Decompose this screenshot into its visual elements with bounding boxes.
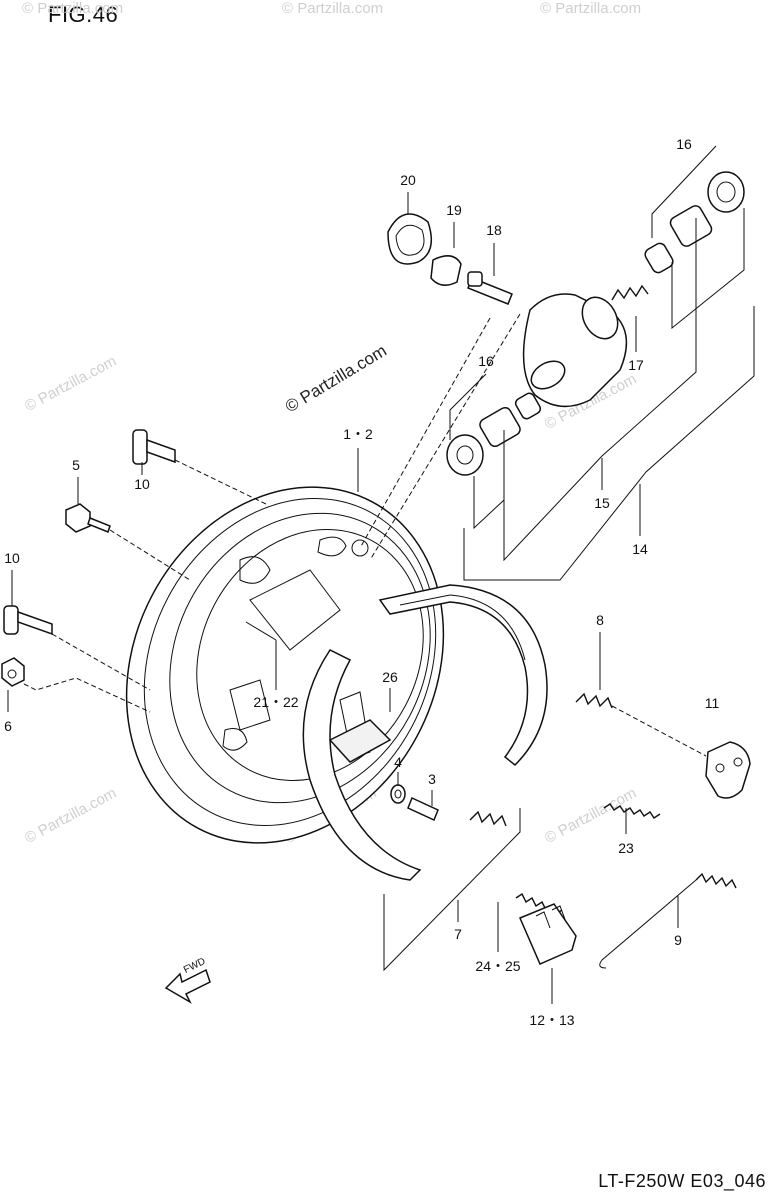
- callout-16-upper: 16: [676, 136, 692, 152]
- callout-24-25: 24・25: [475, 958, 521, 974]
- callout-19: 19: [446, 202, 462, 218]
- callout-15: 15: [594, 495, 610, 511]
- spring-8: [469, 692, 613, 827]
- callout-16-lower: 16: [478, 353, 494, 369]
- fasteners: [1, 503, 439, 822]
- fwd-arrow-icon: [164, 968, 211, 1004]
- callout-14: 14: [632, 541, 648, 557]
- callout-21-22: 21・22: [253, 694, 299, 710]
- bleeder-parts: [387, 213, 513, 305]
- figure-title: FIG.46: [48, 2, 119, 27]
- callout-1-2: 1・2: [343, 426, 373, 442]
- callout-26: 26: [382, 669, 398, 685]
- figure-code: LT-F250W E03_046: [598, 1171, 766, 1191]
- callout-17: 17: [628, 357, 644, 373]
- callout-6: 6: [4, 718, 12, 734]
- callout-12-13: 12・13: [529, 1012, 575, 1028]
- leader-lines: [7, 145, 755, 1004]
- callout-10-upper: 10: [134, 476, 150, 492]
- callout-10-lower: 10: [4, 550, 20, 566]
- wheel-cylinder-assembly: [446, 171, 745, 476]
- watermark: © Partzilla.com: [282, 0, 384, 17]
- callout-11: 11: [704, 695, 720, 711]
- callout-3: 3: [428, 771, 436, 787]
- brake-shoe-set: [302, 584, 548, 881]
- bolts: [3, 429, 176, 636]
- callout-8: 8: [596, 612, 604, 628]
- callout-7: 7: [454, 926, 462, 942]
- watermark: © Partzilla.com: [540, 0, 642, 17]
- brake-panel-assembly: [125, 486, 445, 844]
- spring-23: [603, 803, 661, 819]
- callout-23: 23: [618, 840, 634, 856]
- watermark: © Partzilla.com: [22, 0, 124, 17]
- callout-9: 9: [674, 932, 682, 948]
- shoe-adjuster: [519, 903, 577, 965]
- spring-9: [599, 872, 737, 969]
- callout-4: 4: [394, 754, 402, 770]
- callout-20: 20: [400, 172, 416, 188]
- cam-lever: [705, 741, 751, 799]
- callout-5: 5: [72, 457, 80, 473]
- callout-18: 18: [486, 222, 502, 238]
